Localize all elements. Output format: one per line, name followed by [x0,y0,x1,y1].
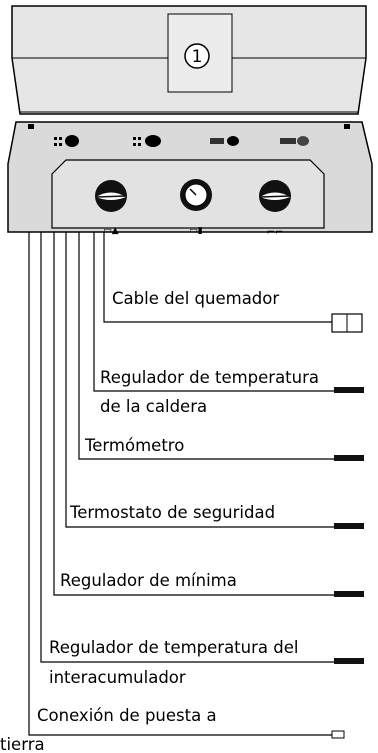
wire-thermometer [78,264,334,460]
terminal-acc-temp [334,658,364,664]
wire-burner-cable [103,264,332,323]
label-acc-temp-regulator-line2: interacumulador [49,668,186,687]
terminal-safety-thermostat [334,523,364,529]
svg-text:▭▲: ▭▲ [103,226,119,236]
label-thermometer: Termómetro [84,436,184,455]
label-ground-connection-line2: tierra [0,735,45,753]
svg-text:▭▮: ▭▮ [189,226,203,236]
wire-minimum-regulator [53,264,334,596]
wire-lines [28,232,334,736]
wire-safety-thermostat [65,264,334,528]
labels: Cable del quemador Regulador de temperat… [0,289,319,753]
svg-text:⌐⌐: ⌐⌐ [267,227,284,238]
thermostat-knob-icon: ▭▲ [95,180,127,236]
number-badge-text: 1 [192,47,203,67]
label-minimum-regulator: Regulador de mínima [60,571,237,590]
label-boiler-temp-regulator-line2: de la caldera [100,397,207,416]
connector-2-icon [133,135,161,147]
ground-terminal-icon [331,730,345,739]
connector-3-icon [210,136,239,146]
burner-plug-icon [331,313,363,333]
label-acc-temp-regulator-line1: Regulador de temperatura del [49,638,298,657]
label-burner-cable: Cable del quemador [112,289,279,308]
wire-acc-temp-regulator [40,264,334,663]
label-safety-thermostat: Termostato de seguridad [69,503,275,522]
connector-1-icon [54,135,79,147]
thermometer-dial-icon: ▭▮ [180,179,212,236]
terminal-thermometer [334,455,364,461]
wire-boiler-temp-regulator [93,264,334,392]
control-panel: 1 [7,5,373,238]
terminals [331,313,364,739]
wire-ground [28,264,332,736]
number-badge: 1 [184,43,210,69]
terminal-boiler-temp [334,387,364,393]
label-boiler-temp-regulator-line1: Regulador de temperatura [100,368,319,387]
connector-row [54,135,309,147]
connector-4-icon [280,136,309,146]
label-ground-connection-line1: Conexión de puesta a [37,706,217,725]
terminal-minimum-regulator [334,591,364,597]
hot-water-knob-icon: ⌐⌐ [259,180,291,238]
